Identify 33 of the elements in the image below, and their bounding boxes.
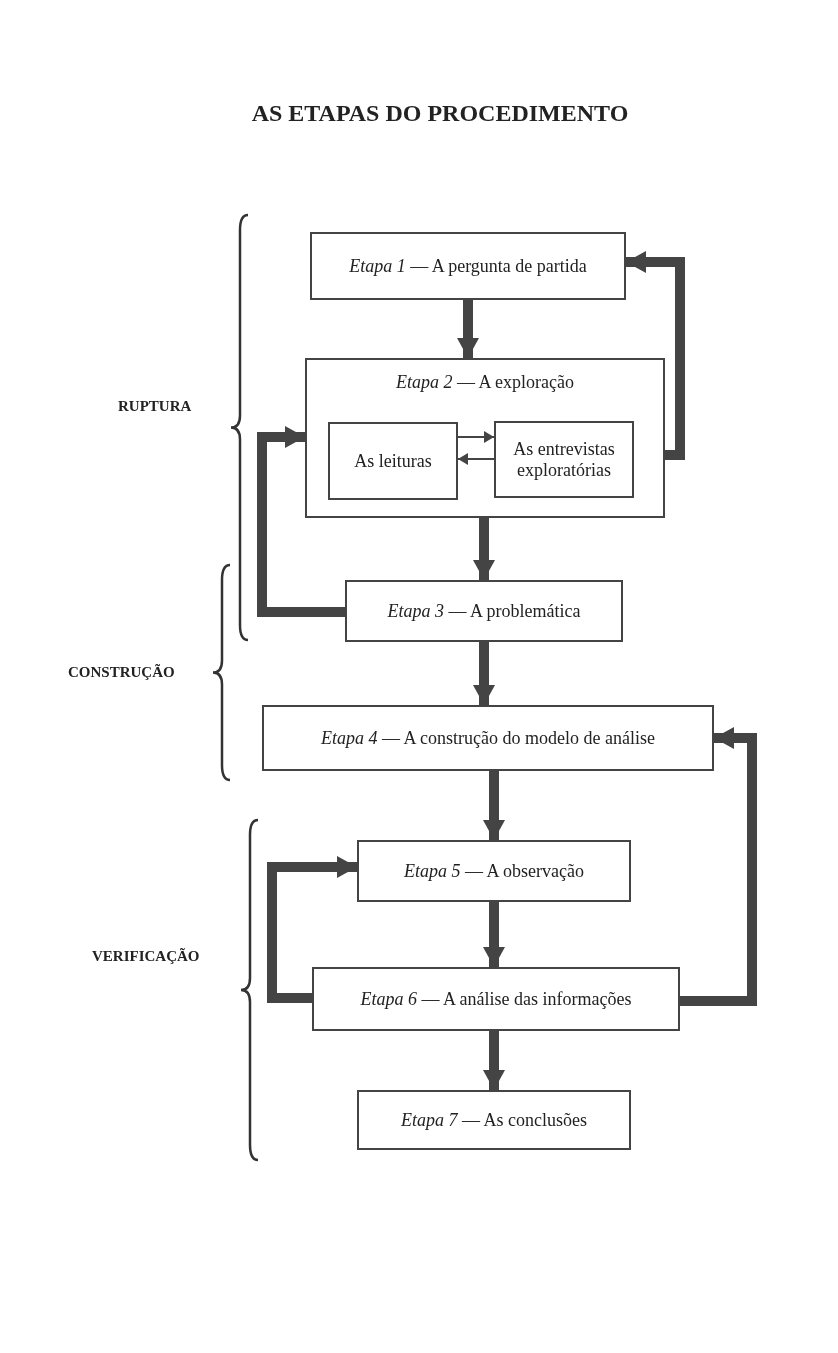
phase-label: CONSTRUÇÃO <box>68 664 175 681</box>
arrow <box>483 771 505 840</box>
arrow <box>483 902 505 967</box>
arrow <box>473 518 495 580</box>
step-label: As leituras <box>353 450 433 472</box>
step-label: Etapa 5 — A observação <box>403 860 585 882</box>
arrow <box>457 431 495 443</box>
step-label: Etapa 1 — A pergunta de partida <box>348 255 588 277</box>
step-label: Etapa 6 — A análise das informações <box>359 988 633 1010</box>
step-box <box>262 705 714 771</box>
step-box <box>305 358 665 518</box>
step-box <box>312 967 680 1031</box>
title: AS ETAPAS DO PROCEDIMENTO <box>250 100 630 127</box>
step-box <box>357 840 631 902</box>
phase-label: RUPTURA <box>118 398 192 415</box>
arrow <box>257 426 345 617</box>
sub-step-box <box>494 421 634 498</box>
step-label: Etapa 2 — A exploração <box>395 372 575 393</box>
arrow <box>457 453 495 465</box>
step-label: Etapa 4 — A construção do modelo de análise <box>320 727 656 749</box>
phase-label: VERIFICAÇÃO <box>92 948 200 965</box>
step-box <box>357 1090 631 1150</box>
sub-step-box <box>328 422 458 500</box>
arrow <box>483 1031 505 1090</box>
step-label: As entrevistas exploratórias <box>512 438 616 481</box>
step-box <box>345 580 623 642</box>
arrow <box>680 727 757 1006</box>
arrow <box>626 251 685 460</box>
step-label: Etapa 3 — A problemática <box>386 600 582 622</box>
arrow <box>473 642 495 705</box>
step-label: Etapa 7 — As conclusões <box>400 1109 588 1131</box>
arrow <box>457 300 479 358</box>
step-box <box>310 232 626 300</box>
